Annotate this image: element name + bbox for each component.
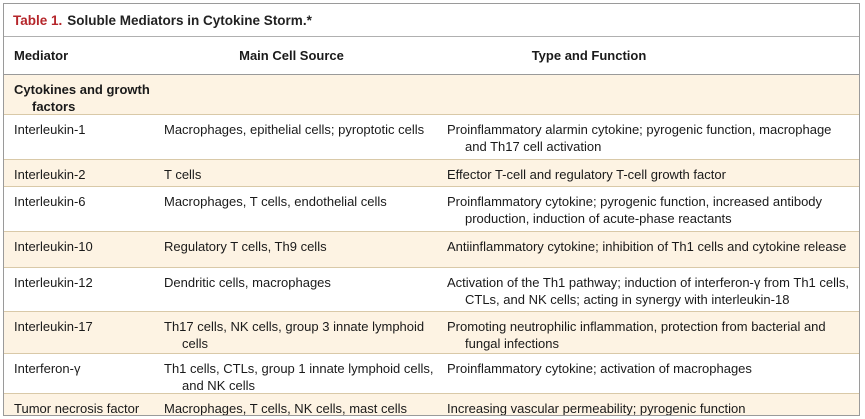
table-row: Tumor necrosis factor Macrophages, T cell…	[4, 394, 859, 416]
cell-function: Proinflammatory alarmin cytokine; pyroge…	[447, 122, 832, 154]
table-row: Interleukin-2 T cells Effector T-cell and …	[4, 160, 859, 187]
column-header-row: Mediator Main Cell Source Type and Funct…	[4, 37, 859, 75]
cell-function: Promoting neutrophilic inflammation, pro…	[447, 319, 826, 351]
table-row: Interferon-γ Th1 cells, CTLs, group 1 inn…	[4, 354, 859, 394]
cell-mediator: Interleukin-2	[14, 167, 86, 182]
cell-source: Dendritic cells, macrophages	[164, 275, 331, 290]
table-row: Interleukin-6 Macrophages, T cells, endot…	[4, 187, 859, 232]
cell-source: Regulatory T cells, Th9 cells	[164, 239, 327, 254]
cell-source: Macrophages, T cells, NK cells, mast cel…	[164, 401, 407, 416]
cell-source: Th17 cells, NK cells, group 3 innate lym…	[164, 319, 425, 351]
section-heading: Cytokines and growth factors	[14, 82, 150, 114]
cell-mediator: Interferon-γ	[14, 361, 81, 376]
cell-mediator: Interleukin-1	[14, 122, 86, 137]
cell-function: Proinflammatory cytokine; activation of …	[447, 361, 752, 376]
column-header-source: Main Cell Source	[239, 48, 344, 63]
cell-mediator: Interleukin-6	[14, 194, 86, 209]
table-row: Interleukin-10 Regulatory T cells, Th9 ce…	[4, 232, 859, 268]
cell-source: Macrophages, T cells, endothelial cells	[164, 194, 387, 209]
section-heading-row: Cytokines and growth factors	[4, 75, 859, 115]
table-label: Table 1.	[13, 12, 63, 28]
cell-mediator: Interleukin-12	[14, 275, 93, 290]
cell-function: Activation of the Th1 pathway; induction…	[447, 275, 850, 307]
cell-source: Th1 cells, CTLs, group 1 innate lymphoid…	[164, 361, 434, 393]
table-body: Interleukin-1 Macrophages, epithelial cel…	[4, 115, 859, 416]
table-row: Interleukin-17 Th17 cells, NK cells, grou…	[4, 312, 859, 354]
table-title-bar: Table 1. Soluble Mediators in Cytokine S…	[4, 4, 859, 37]
cell-function: Effector T-cell and regulatory T-cell gr…	[447, 167, 726, 182]
cell-source: T cells	[164, 167, 202, 182]
cell-function: Antiinflammatory cytokine; inhibition of…	[447, 239, 847, 254]
cell-mediator: Interleukin-10	[14, 239, 93, 254]
cell-function: Increasing vascular permeability; pyroge…	[447, 401, 746, 416]
cell-mediator: Tumor necrosis factor	[14, 401, 140, 416]
column-header-mediator: Mediator	[14, 48, 69, 63]
table-row: Interleukin-12 Dendritic cells, macrophag…	[4, 268, 859, 312]
cell-mediator: Interleukin-17	[14, 319, 93, 334]
table-row: Interleukin-1 Macrophages, epithelial cel…	[4, 115, 859, 160]
table-title: Soluble Mediators in Cytokine Storm.*	[67, 12, 312, 28]
cell-function: Proinflammatory cytokine; pyrogenic func…	[447, 194, 823, 226]
table-frame: Table 1. Soluble Mediators in Cytokine S…	[3, 3, 860, 416]
cell-source: Macrophages, epithelial cells; pyroptoti…	[164, 122, 425, 137]
column-header-function: Type and Function	[531, 48, 647, 63]
